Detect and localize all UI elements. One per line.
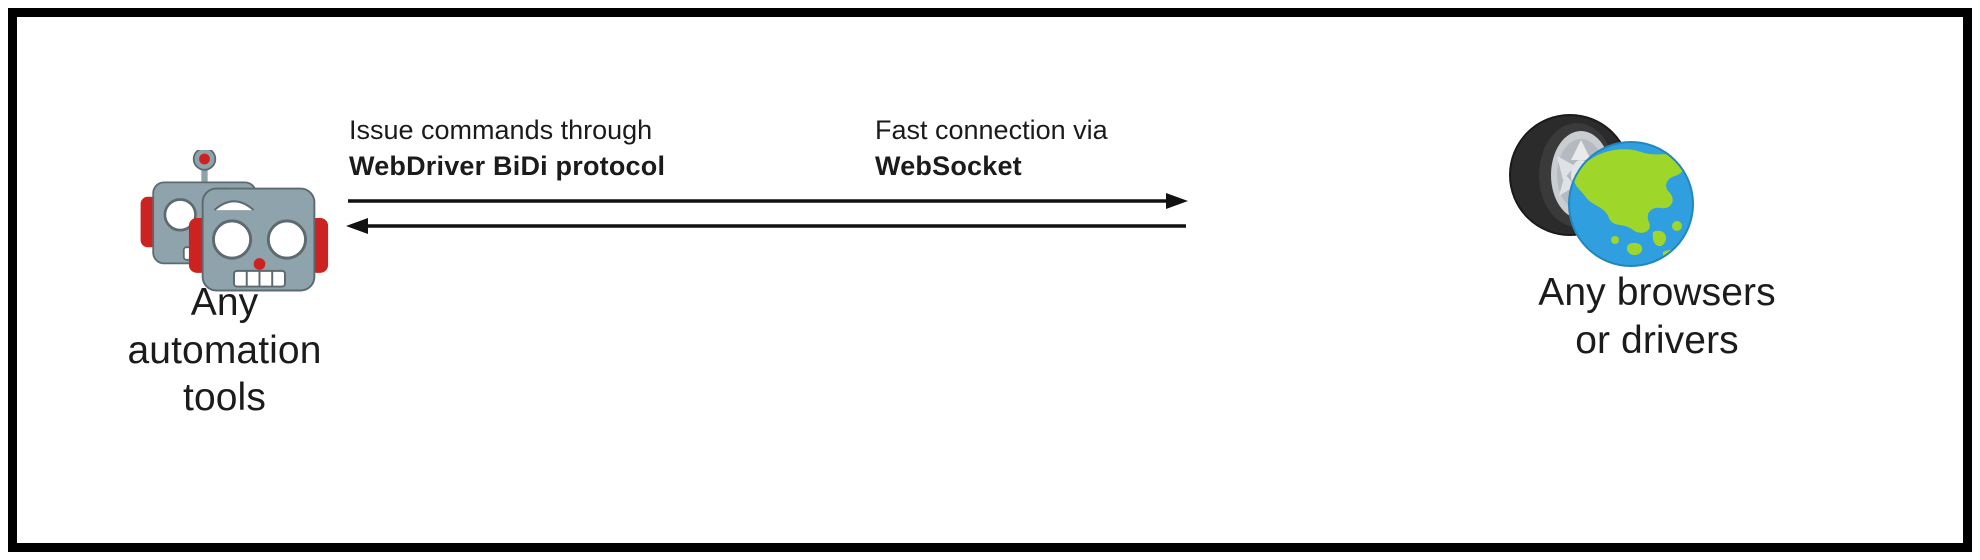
left-node-caption: Any automation tools xyxy=(72,279,377,422)
connection-label-commands: Issue commands through WebDriver BiDi pr… xyxy=(349,113,665,185)
connection-thin-text: Fast connection via xyxy=(875,115,1108,145)
connection-label-websocket: Fast connection via WebSocket xyxy=(875,113,1108,185)
connection-bold-text: WebSocket xyxy=(875,150,1022,181)
connection-thin-text: Issue commands through xyxy=(349,115,653,145)
diagram-frame: Any automation tools Issue commands thro… xyxy=(8,8,1972,552)
caption-line: Any xyxy=(190,281,259,324)
globe-icon xyxy=(1568,141,1694,267)
caption-line: Any browsers xyxy=(1538,271,1776,314)
diagram-canvas: Any automation tools Issue commands thro… xyxy=(17,17,1963,543)
caption-line: tools xyxy=(183,376,266,420)
arrow-left-icon xyxy=(346,218,1186,234)
browsers-drivers-icon-group xyxy=(1505,102,1695,277)
robot-icon xyxy=(188,187,329,292)
automation-tools-icon-group xyxy=(127,122,329,292)
connection-arrows xyxy=(346,193,1188,234)
right-node-caption: Any browsers or drivers xyxy=(1457,269,1857,364)
caption-line: automation xyxy=(127,328,322,372)
arrow-right-icon xyxy=(348,193,1188,209)
connection-bold-text: WebDriver BiDi protocol xyxy=(349,150,666,181)
caption-line: or drivers xyxy=(1575,318,1739,362)
